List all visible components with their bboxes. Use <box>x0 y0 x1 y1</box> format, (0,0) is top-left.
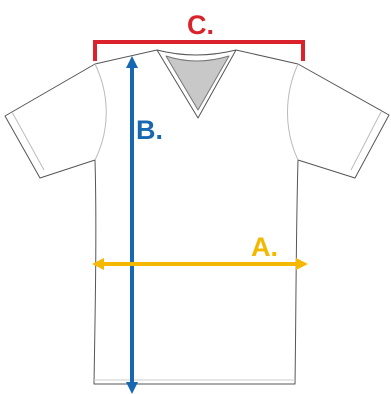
tshirt-outline <box>4 49 390 385</box>
measure-b-label: B. <box>136 115 163 145</box>
left-sleeve-seam <box>94 63 107 161</box>
measure-a-line <box>92 258 308 270</box>
measure-c-label: C. <box>187 10 214 40</box>
measure-b-line <box>126 56 138 394</box>
left-sleeve-hem <box>11 111 45 171</box>
right-sleeve-seam <box>287 63 299 161</box>
measure-c-line <box>93 40 305 61</box>
collar-inner <box>165 55 230 111</box>
right-sleeve-hem <box>350 111 382 171</box>
measure-a-label: A. <box>251 232 278 262</box>
